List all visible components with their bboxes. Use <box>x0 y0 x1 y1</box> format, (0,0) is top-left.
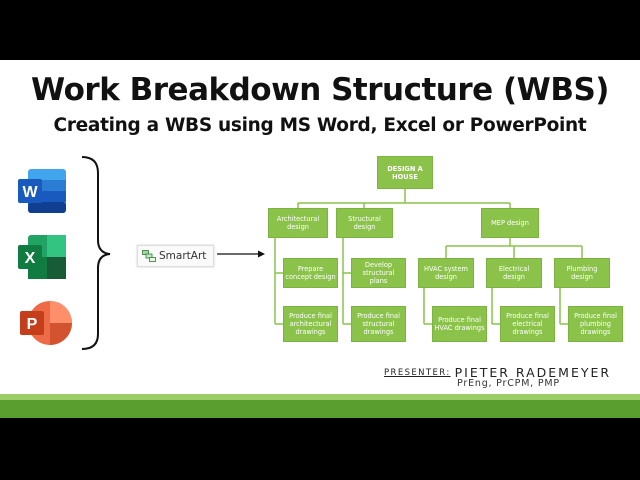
smartart-button[interactable]: SmartArt <box>137 245 214 267</box>
presenter-credentials: PrEng, PrCPM, PMP <box>457 378 560 389</box>
word-app-icon: W <box>18 169 66 213</box>
presenter-label: PRESENTER: <box>384 368 451 378</box>
wbs-root-label: DESIGN A HOUSE <box>387 164 423 181</box>
wbs-structural-label: Structural design <box>348 215 381 231</box>
wbs-electrical-task-1-box: Produce final electrical drawings <box>500 306 555 342</box>
excel-app-icon: X <box>18 235 66 279</box>
wbs-mep-label: MEP design <box>491 219 529 227</box>
wbs-plumbing-label: Plumbing design <box>566 265 598 281</box>
word-letter: W <box>22 184 38 201</box>
wbs-structural-task-1-label: Develop structural plans <box>362 261 395 285</box>
wbs-plumbing-task-1-box: Produce final plumbing drawings <box>568 306 623 342</box>
wbs-architectural-label: Architectural design <box>276 215 320 231</box>
connector-graphics <box>81 156 265 350</box>
wbs-structural-task-2-label: Produce final structural drawings <box>357 312 400 336</box>
wbs-root-box: DESIGN A HOUSE <box>377 156 433 189</box>
arrow-right-icon <box>217 250 265 258</box>
powerpoint-letter: P <box>27 316 38 333</box>
smartart-label: SmartArt <box>159 250 207 262</box>
wbs-architectural-box: Architectural design <box>268 208 328 238</box>
presenter-name: PIETER RADEMEYER <box>454 365 612 380</box>
wbs-electrical-label: Electrical design <box>498 265 530 281</box>
powerpoint-app-icon: P <box>20 301 72 345</box>
wbs-hvac-task-1-label: Produce final HVAC drawings <box>434 316 485 332</box>
excel-letter: X <box>25 250 36 267</box>
wbs-structural-task-1-box: Develop structural plans <box>351 258 406 288</box>
wbs-hvac-box: HVAC system design <box>418 258 474 288</box>
wbs-architectural-task-2-label: Produce final architectural drawings <box>289 312 332 336</box>
presenter-line: PRESENTER:PIETER RADEMEYER <box>384 362 611 381</box>
wbs-plumbing-box: Plumbing design <box>554 258 610 288</box>
wbs-hvac-task-1-box: Produce final HVAC drawings <box>432 306 487 342</box>
page-title: Work Breakdown Structure (WBS) <box>31 72 609 108</box>
wbs-structural-task-2-box: Produce final structural drawings <box>351 306 406 342</box>
page-subtitle: Creating a WBS using MS Word, Excel or P… <box>53 115 587 136</box>
wbs-plumbing-task-1-label: Produce final plumbing drawings <box>574 312 617 336</box>
wbs-mep-box: MEP design <box>481 208 539 238</box>
wbs-hvac-label: HVAC system design <box>424 265 468 281</box>
wbs-architectural-task-1-label: Prepare concept design <box>285 265 336 281</box>
wbs-electrical-task-1-label: Produce final electrical drawings <box>506 312 549 336</box>
footer-bar-dark <box>0 400 640 418</box>
wbs-architectural-task-2-box: Produce final architectural drawings <box>283 306 338 342</box>
wbs-structural-box: Structural design <box>336 208 393 238</box>
slide: Work Breakdown Structure (WBS) Creating … <box>0 60 640 418</box>
curly-brace <box>81 156 111 350</box>
footer-bar-light <box>0 394 640 400</box>
smartart-icon <box>142 250 156 262</box>
wbs-connectors <box>274 189 583 325</box>
wbs-electrical-box: Electrical design <box>486 258 542 288</box>
wbs-architectural-task-1-box: Prepare concept design <box>283 258 338 288</box>
